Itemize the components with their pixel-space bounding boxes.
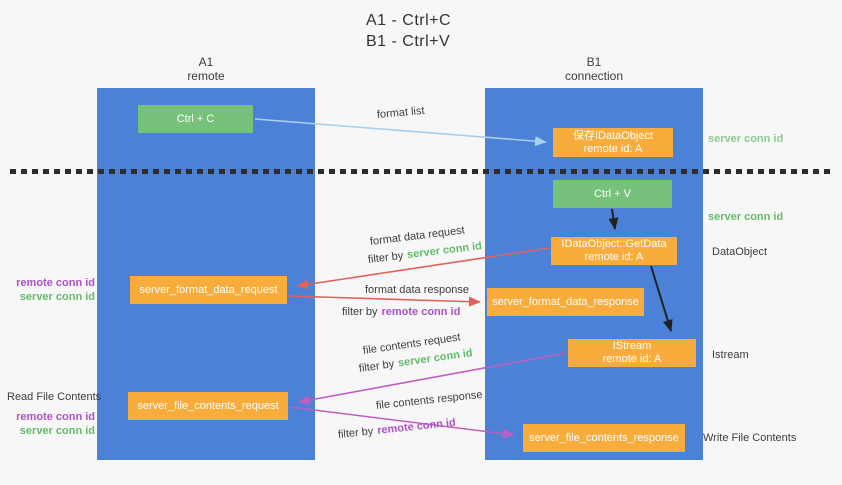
node-server-format-data-response-label: server_format_data_response	[492, 295, 639, 308]
node-ctrl-c-label: Ctrl + C	[176, 112, 215, 125]
title-line-1: A1 - Ctrl+C	[366, 12, 452, 29]
lifeline-b1-subtitle: connection	[564, 69, 624, 83]
lifeline-header-b1: B1 connection	[485, 55, 703, 83]
node-ctrl-c: Ctrl + C	[138, 105, 253, 133]
node-istream-line2: remote id: A	[602, 353, 662, 365]
label-remote-conn-id-left-1: remote conn id	[16, 277, 95, 289]
node-server-format-data-request-label: server_format_data_request	[139, 283, 278, 296]
lifeline-header-a1: A1 remote	[97, 55, 315, 83]
filter-by-text: filter by	[337, 425, 374, 441]
remote-conn-id-text: remote conn id	[376, 416, 457, 437]
arrow-format-data-response	[288, 295, 481, 307]
node-server-format-data-response: server_format_data_response	[487, 288, 644, 316]
node-istream-line1: IStream	[612, 340, 652, 352]
node-server-file-contents-response-label: server_file_contents_response	[529, 431, 679, 444]
filter-by-text: filter by	[358, 358, 395, 375]
node-istream: IStream remote id: A	[568, 339, 696, 367]
label-file-contents-response: file contents response	[375, 388, 484, 412]
label-server-conn-id-left-2: server conn id	[19, 425, 95, 437]
label-server-conn-id-left-1: server conn id	[19, 291, 95, 303]
label-format-data-response: format data response	[365, 284, 469, 296]
dotted-separator-line	[10, 169, 835, 174]
label-write-file-contents: Write File Contents	[703, 432, 797, 444]
remote-conn-id-text: remote conn id	[381, 306, 461, 318]
lifeline-a1-subtitle: remote	[187, 69, 225, 83]
node-getdata-line1: IDataObject::GetData	[561, 238, 667, 250]
node-save-idataobject-line2: remote id: A	[583, 142, 643, 155]
node-server-file-contents-request-label: server_file_contents_request	[137, 399, 279, 412]
label-remote-conn-id-left-2: remote conn id	[16, 411, 95, 423]
node-ctrl-v-label: Ctrl + V	[594, 187, 631, 200]
filter-by-text: filter by	[342, 306, 378, 318]
node-server-file-contents-response: server_file_contents_response	[523, 424, 685, 452]
title-line-2: B1 - Ctrl+V	[366, 33, 451, 50]
label-server-conn-id-mid-right: server conn id	[708, 211, 784, 223]
label-istream: Istream	[712, 349, 749, 361]
label-read-file-contents: Read File Contents	[7, 391, 102, 403]
node-save-idataobject-line1: 保存IDataObject	[572, 129, 654, 142]
diagram-title: A1 - Ctrl+C B1 - Ctrl+V	[366, 10, 451, 52]
lifeline-a1-title: A1	[198, 55, 214, 69]
label-server-conn-id-top-right: server conn id	[708, 133, 784, 145]
label-format-list: format list	[376, 104, 426, 121]
node-server-format-data-request: server_format_data_request	[130, 276, 287, 304]
lifeline-b1-title: B1	[586, 55, 602, 69]
node-ctrl-v: Ctrl + V	[553, 180, 672, 208]
server-conn-id-text: server conn id	[406, 240, 483, 262]
label-dataobject: DataObject	[712, 246, 768, 258]
filter-by-text: filter by	[367, 249, 404, 266]
node-server-file-contents-request: server_file_contents_request	[128, 392, 288, 420]
node-getdata-line2: remote id: A	[584, 251, 644, 263]
node-idataobject-getdata: IDataObject::GetData remote id: A	[551, 237, 677, 265]
node-save-idataobject: 保存IDataObject remote id: A	[553, 128, 673, 157]
